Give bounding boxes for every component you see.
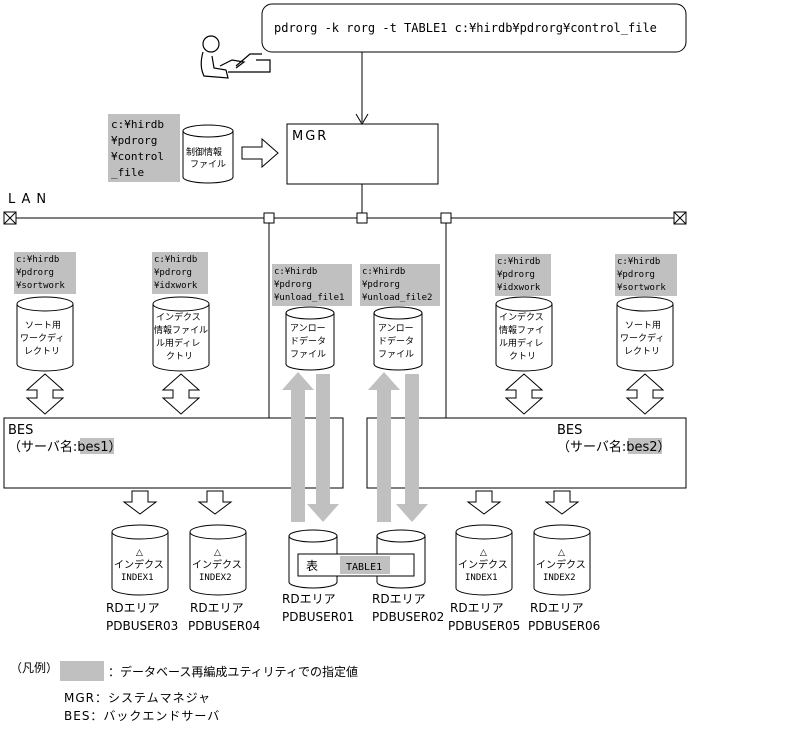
gray-flow-arrows <box>282 372 428 522</box>
svg-text:インデクス情報ファイル用ディレクトリ: インデクス情報ファイル用ディレクトリ <box>499 311 544 362</box>
control-file-path-highlight <box>108 114 180 182</box>
svg-text:INDEX2: INDEX2 <box>543 573 576 583</box>
bes1-server: （サーバ名:bes1） <box>8 439 122 455</box>
svg-text:インデクス: インデクス <box>458 558 508 571</box>
mgr-box <box>286 123 439 185</box>
svg-text:c:¥hirdb¥pdrorg¥idxwork: c:¥hirdb¥pdrorg¥idxwork <box>497 257 541 293</box>
legend-swatch <box>60 661 104 681</box>
table-prefix: 表 <box>306 559 318 573</box>
lan-node-mgr <box>356 212 368 224</box>
control-file-cylinder <box>182 124 234 184</box>
directory-names: ソート用ワークディレクトリ インデクス情報ファイルル用ディレクトリ アンロードデ… <box>20 311 664 362</box>
bes1-title: BES <box>8 423 33 438</box>
table-name-highlight <box>340 556 390 574</box>
svg-text:アンロードデータファイル: アンロードデータファイル <box>378 324 414 360</box>
directory-cylinders <box>16 296 674 372</box>
user-icon <box>200 35 271 79</box>
svg-text:INDEX1: INDEX1 <box>465 573 498 583</box>
svg-text:c:¥hirdb¥pdrorg¥sortwork: c:¥hirdb¥pdrorg¥sortwork <box>617 257 666 293</box>
lan-terminator-left-icon <box>3 211 17 225</box>
lan-terminator-right-icon <box>673 211 687 225</box>
lan-node-bes1 <box>263 212 275 224</box>
legend-item-highlight: ：データベース再編成ユティリティでの指定値 <box>108 664 358 679</box>
bes2-server-highlight <box>628 438 662 454</box>
svg-text:INDEX2: INDEX2 <box>199 573 232 583</box>
mgr-label: MGR <box>292 129 328 144</box>
double-arrow-icons <box>25 373 665 415</box>
svg-text:インデクス: インデクス <box>192 558 242 571</box>
legend-item-mgr: MGR：システムマネジャ <box>64 691 211 705</box>
bes1-box <box>3 417 344 489</box>
legend-heading: （凡例） <box>10 661 58 675</box>
svg-text:c:¥hirdb¥pdrorg¥sortwork: c:¥hirdb¥pdrorg¥sortwork <box>16 255 65 291</box>
legend-item-bes: BES：バックエンドサーバ <box>64 709 220 723</box>
svg-text:c:¥hirdb¥pdrorg¥unload_file1: c:¥hirdb¥pdrorg¥unload_file1 <box>274 267 344 303</box>
rd-area-cylinders <box>111 524 591 596</box>
lan-node-bes2 <box>440 212 452 224</box>
rd-area-index-texts: △ インデクス INDEX1 △ インデクス INDEX2 △ インデクス IN… <box>114 548 586 583</box>
svg-text:c:¥hirdb¥pdrorg¥unload_file2: c:¥hirdb¥pdrorg¥unload_file2 <box>362 267 432 303</box>
command-box <box>261 3 687 53</box>
svg-text:INDEX1: INDEX1 <box>121 573 154 583</box>
svg-text:ソート用ワークディレクトリ: ソート用ワークディレクトリ <box>20 320 64 357</box>
svg-text:△: △ <box>558 548 565 558</box>
svg-text:インデクス: インデクス <box>536 558 586 571</box>
bes2-title: BES <box>557 423 582 438</box>
control-file-path: c:¥hirdb ¥pdrorg ¥control _file <box>111 118 171 179</box>
svg-text:c:¥hirdb¥pdrorg¥idxwork: c:¥hirdb¥pdrorg¥idxwork <box>154 255 198 291</box>
lan-label: LAN <box>8 192 52 207</box>
svg-text:アンロードデータファイル: アンロードデータファイル <box>290 324 326 360</box>
table-name: TABLE1 <box>346 562 382 573</box>
svg-text:ソート用ワークディレクトリ: ソート用ワークディレクトリ <box>620 320 664 357</box>
bes1-server-highlight <box>80 438 114 454</box>
bes2-server: （サーバ名:bes2） <box>557 439 671 455</box>
control-file-name: 制御情報 ファイル <box>186 146 226 170</box>
hollow-arrow-right-icon <box>241 137 279 169</box>
svg-text:インデクス情報ファイルル用ディレクトリ: インデクス情報ファイルル用ディレクトリ <box>154 311 208 362</box>
svg-text:インデクス: インデクス <box>114 558 164 571</box>
svg-text:△: △ <box>214 548 221 558</box>
hollow-arrow-down-icons <box>122 490 580 515</box>
directory-path-labels: c:¥hirdb¥pdrorg¥sortwork c:¥hirdb¥pdrorg… <box>14 252 677 306</box>
command-text: pdrorg -k rorg -t TABLE1 c:¥hirdb¥pdrorg… <box>274 21 657 35</box>
svg-text:△: △ <box>136 548 143 558</box>
svg-text:△: △ <box>480 548 487 558</box>
